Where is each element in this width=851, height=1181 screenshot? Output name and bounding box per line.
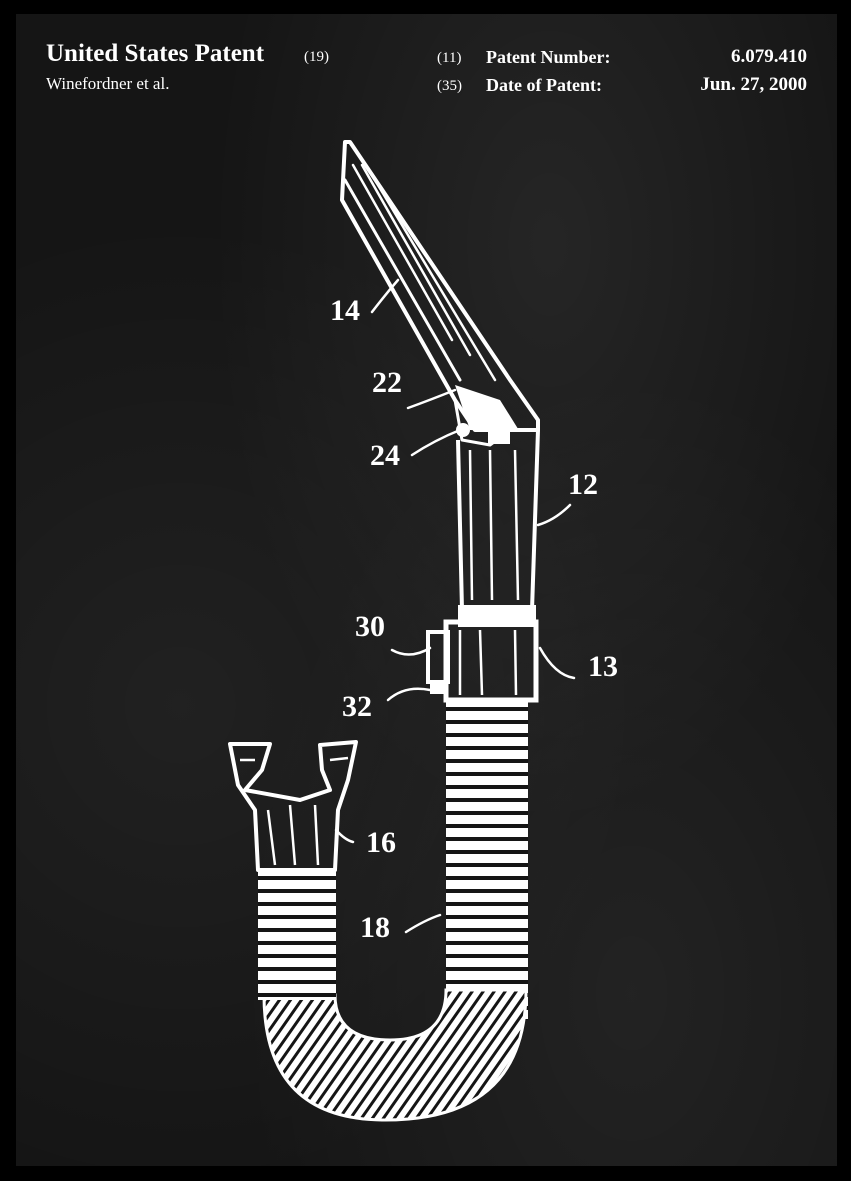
- main-barrel-tube: [456, 429, 540, 612]
- reference-numeral-14: 14: [330, 294, 360, 327]
- date-of-patent-label: Date of Patent:: [486, 75, 602, 95]
- corrugated-hose: [258, 700, 528, 1122]
- reference-numeral-12: 12: [568, 468, 598, 501]
- patent-number-code: (11): [437, 50, 462, 66]
- patent-number-value: 6.079.410: [731, 46, 807, 67]
- reference-numeral-16: 16: [366, 826, 396, 859]
- patent-office-title: United States Patent: [46, 40, 265, 67]
- inventor-name: Winefordner et al.: [46, 74, 170, 93]
- reference-numeral-13: 13: [588, 650, 618, 683]
- mouthpiece: [228, 740, 358, 872]
- patent-number-label: Patent Number:: [486, 47, 611, 67]
- date-code: (35): [437, 78, 462, 94]
- reference-numeral-24: 24: [370, 439, 400, 472]
- title-code: (19): [304, 49, 329, 65]
- reference-numeral-18: 18: [360, 911, 390, 944]
- snorkel-top-tube: [340, 140, 540, 447]
- leader-lines: [334, 278, 576, 934]
- chalkboard-background: [16, 14, 837, 1166]
- swivel-collar: [426, 605, 539, 703]
- reference-numeral-30: 30: [355, 610, 385, 643]
- reference-numeral-32: 32: [342, 690, 372, 723]
- valve-assembly: [455, 385, 520, 444]
- reference-numeral-22: 22: [372, 366, 402, 399]
- date-of-patent-value: Jun. 27, 2000: [700, 74, 807, 95]
